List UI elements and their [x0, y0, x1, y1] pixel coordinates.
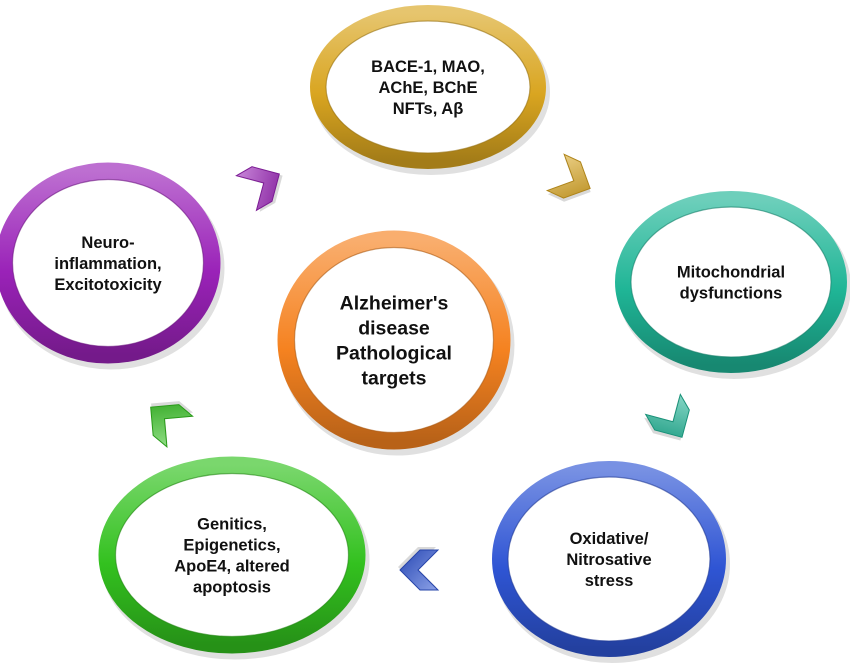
ring-genetics-label-line: ApoE4, altered: [174, 557, 290, 575]
ring-genetics-label-line: apoptosis: [193, 578, 271, 596]
ring-oxidative-stress-label-line: Nitrosative: [566, 551, 651, 569]
arrow-genetics-to-neuroinflammation-icon: [150, 401, 194, 449]
ring-enzymes-label-line: BACE-1, MAO,: [371, 58, 485, 76]
ring-oxidative-stress-label-line: stress: [585, 572, 634, 590]
ring-center-label-line: Alzheimer's: [340, 293, 449, 315]
arrow-neuroinflammation-to-enzymes-icon: [235, 166, 283, 212]
ring-enzymes-label: BACE-1, MAO, AChE, BChE NFTs, Aβ: [371, 58, 485, 118]
ring-oxidative-stress: Oxidative/Nitrosative stress: [492, 461, 730, 663]
ring-neuroinflammation-label-line: Excitotoxicity: [54, 276, 162, 294]
ring-enzymes-label-line: AChE, BChE: [379, 79, 478, 97]
ring-center-label-line: targets: [361, 368, 426, 390]
ring-neuroinflammation-label-line: Neuro-: [81, 234, 134, 252]
ring-mitochondria-label: Mitochondrial dysfunctions: [677, 263, 785, 302]
ring-genetics-label-line: Genitics,: [197, 515, 267, 533]
ring-enzymes-label-line: NFTs, Aβ: [393, 100, 464, 118]
ring-center-label-line: disease: [358, 318, 430, 340]
ring-genetics-label-line: Epigenetics,: [183, 536, 280, 554]
ring-genetics-label: Genitics, Epigenetics, ApoE4, altered apopt…: [174, 515, 290, 596]
ring-oxidative-stress-label-line: Oxidative/: [570, 530, 649, 548]
ring-mitochondria-label-line: dysfunctions: [680, 284, 783, 302]
rings-layer: BACE-1, MAO, AChE, BChE NFTs, Aβ Mitochondr…: [0, 5, 850, 663]
arrow-enzymes-to-mitochondria-icon: [545, 153, 591, 202]
ring-neuroinflammation-label: Neuro-inflammation, Excitotoxicity: [54, 234, 162, 294]
ring-mitochondria: Mitochondrial dysfunctions: [615, 191, 850, 379]
ring-enzymes: BACE-1, MAO, AChE, BChE NFTs, Aβ: [310, 5, 550, 175]
arrow-oxidative-stress-to-genetics-icon: [398, 547, 440, 591]
ring-mitochondria-label-line: Mitochondrial: [677, 263, 785, 281]
ring-genetics: Genitics, Epigenetics, ApoE4, altered apopt…: [98, 456, 370, 660]
ring-center-label-line: Pathological: [336, 343, 452, 365]
arrow-mitochondria-to-oxidative-stress-icon: [644, 393, 690, 441]
ring-neuroinflammation: Neuro-inflammation, Excitotoxicity: [0, 162, 225, 370]
ring-oxidative-stress-label: Oxidative/Nitrosative stress: [566, 530, 651, 590]
arrows-layer: [150, 153, 690, 591]
ring-neuroinflammation-label-line: inflammation,: [54, 255, 161, 273]
